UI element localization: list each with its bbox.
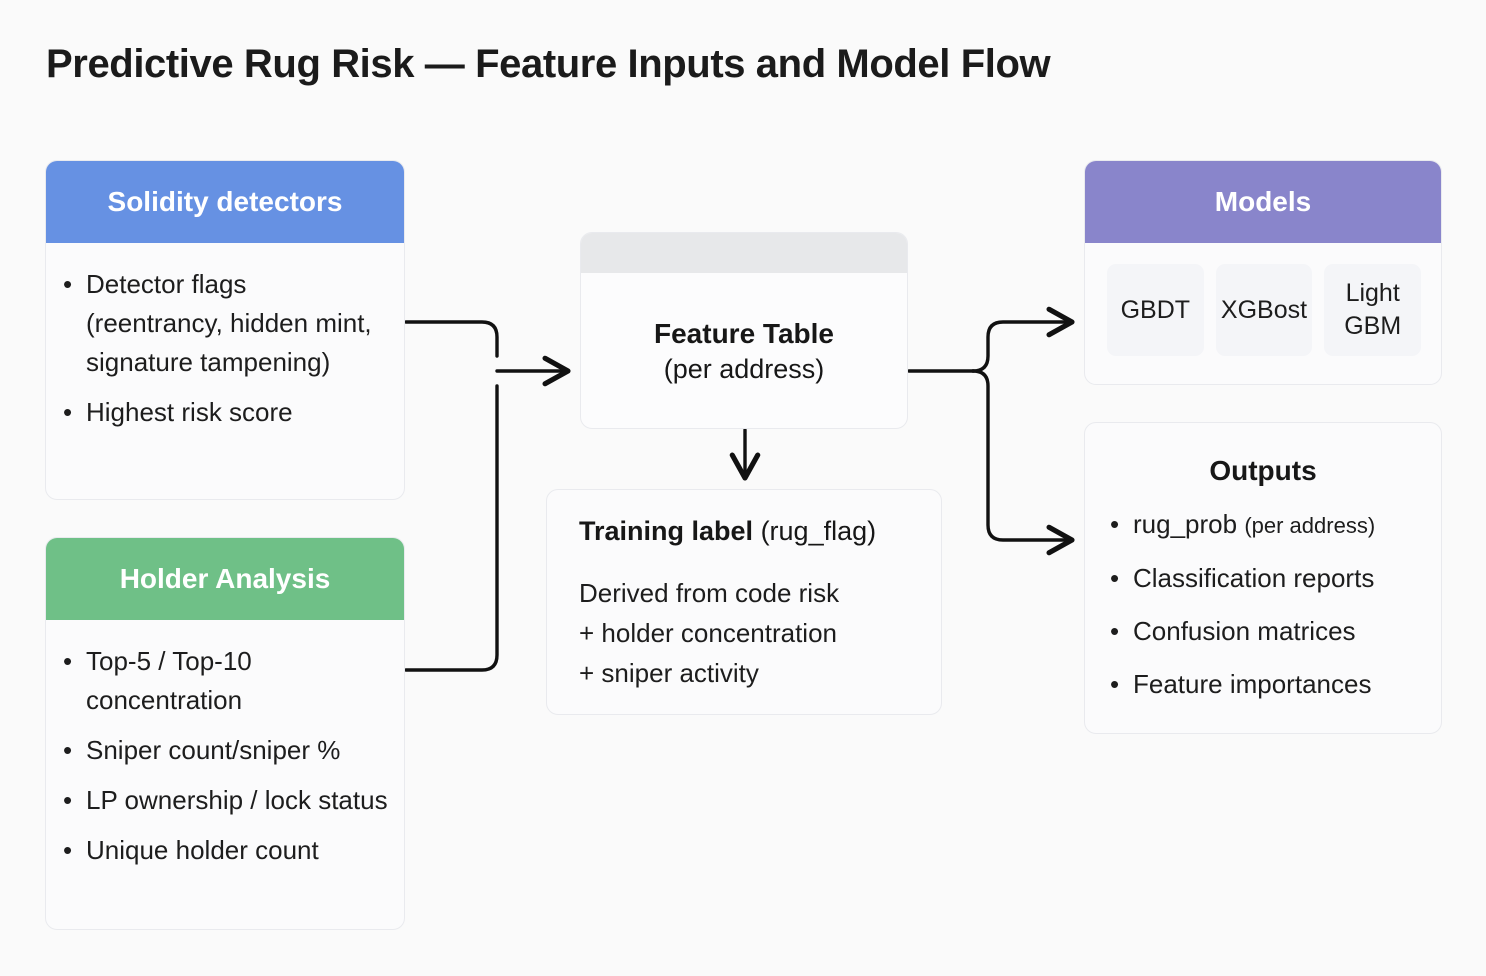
training-label-line: Derived from code risk	[579, 578, 840, 608]
models-chip-row: GBDT XGBost Light GBM	[1085, 243, 1441, 356]
card-feature-table: Feature Table (per address)	[580, 232, 908, 429]
training-label-heading-field: (rug_flag)	[760, 516, 877, 546]
connector-inputs-to-feature-table	[404, 320, 571, 672]
card-outputs: Outputs rug_prob (per address) Classific…	[1084, 422, 1442, 734]
outputs-bullet-list: rug_prob (per address) Classification re…	[1085, 505, 1441, 704]
list-item: Sniper count/sniper %	[60, 731, 394, 770]
list-item: Top-5 / Top-10 concentration	[60, 642, 394, 720]
list-item: Confusion matrices	[1107, 612, 1431, 651]
feature-table-body: Feature Table (per address)	[581, 273, 907, 428]
outputs-bullet-text: Confusion matrices	[1133, 616, 1356, 646]
list-item: Highest risk score	[60, 393, 386, 432]
card-body-holder-analysis: Top-5 / Top-10 concentration Sniper coun…	[46, 620, 404, 870]
card-models: Models GBDT XGBost Light GBM	[1084, 160, 1442, 385]
outputs-bullet-text: rug_prob	[1133, 509, 1238, 539]
card-solidity-detectors: Solidity detectors Detector flags (reent…	[45, 160, 405, 500]
outputs-title: Outputs	[1209, 455, 1317, 486]
training-label-heading-bold: Training label	[579, 516, 754, 546]
card-holder-analysis: Holder Analysis Top-5 / Top-10 concentra…	[45, 537, 405, 930]
card-body-solidity-detectors: Detector flags (reentrancy, hidden mint,…	[46, 243, 404, 432]
feature-table-header-strip	[581, 233, 907, 273]
feature-table-subtitle: (per address)	[663, 354, 825, 384]
model-chip-gbdt[interactable]: GBDT	[1107, 264, 1204, 356]
training-label-heading: Training label (rug_flag)	[579, 516, 915, 547]
list-item: Detector flags (reentrancy, hidden mint,…	[60, 265, 386, 382]
list-item: rug_prob (per address)	[1107, 505, 1431, 545]
card-header-holder-analysis: Holder Analysis	[46, 538, 404, 620]
holder-bullet-list: Top-5 / Top-10 concentration Sniper coun…	[60, 642, 394, 870]
card-header-models: Models	[1085, 161, 1441, 243]
list-item: Unique holder count	[60, 831, 394, 870]
outputs-bullet-text: Classification reports	[1133, 563, 1375, 593]
list-item: Feature importances	[1107, 665, 1431, 704]
solidity-bullet-list: Detector flags (reentrancy, hidden mint,…	[60, 265, 386, 432]
list-item: Classification reports	[1107, 559, 1431, 598]
card-header-solidity-detectors: Solidity detectors	[46, 161, 404, 243]
page-title: Predictive Rug Risk — Feature Inputs and…	[46, 42, 1051, 86]
training-label-line: + holder concentration	[579, 618, 838, 648]
model-chip-lightgbm[interactable]: Light GBM	[1324, 264, 1422, 356]
training-label-line: + sniper activity	[579, 658, 759, 688]
model-chip-xgboost[interactable]: XGBost	[1215, 264, 1313, 356]
outputs-bullet-text: Feature importances	[1133, 669, 1372, 699]
outputs-bullet-note: (per address)	[1244, 513, 1376, 538]
card-training-label: Training label (rug_flag) Derived from c…	[546, 489, 942, 715]
list-item: LP ownership / lock status	[60, 781, 394, 820]
feature-table-title: Feature Table	[654, 318, 834, 349]
